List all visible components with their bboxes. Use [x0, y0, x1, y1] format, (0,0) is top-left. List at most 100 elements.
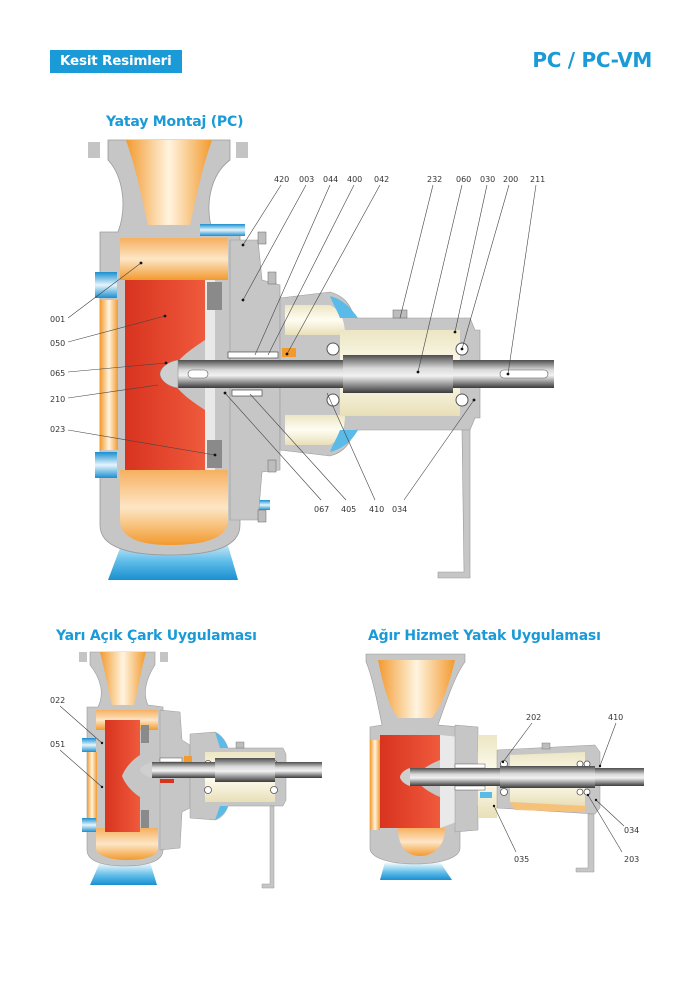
callout-211: 211: [530, 175, 545, 184]
discharge-flange-right: [236, 142, 248, 158]
discharge-fluid: [100, 652, 146, 705]
bolt: [257, 231, 267, 245]
packing-rings: [227, 351, 279, 359]
mechanical-seal: [454, 785, 486, 791]
callout-023: 023: [50, 425, 65, 434]
casing-rib-upper: [95, 272, 117, 298]
casing-rib: [82, 738, 96, 752]
callout-034: 034: [624, 826, 639, 835]
gland-upper: [282, 348, 296, 357]
oil-sump: [510, 802, 585, 812]
bearing-ball: [583, 788, 591, 796]
callout-060: 060: [456, 175, 471, 184]
lantern-window-lower: [285, 415, 345, 445]
callout-leaders-main: [67, 184, 537, 501]
vent-plug: [235, 741, 245, 749]
bearing-ball: [326, 342, 340, 356]
callout-050: 050: [50, 339, 65, 348]
packing-rings: [159, 757, 183, 763]
callout-210: 210: [50, 395, 65, 404]
shaft-collar: [500, 766, 595, 788]
bearing-ball: [326, 393, 340, 407]
bolt: [257, 509, 267, 523]
callout-034: 034: [392, 505, 407, 514]
bolt: [267, 459, 277, 473]
callout-405: 405: [341, 505, 356, 514]
callout-030: 030: [480, 175, 495, 184]
suction-fluid: [87, 752, 97, 822]
impeller-nut: [400, 768, 410, 786]
callout-200: 200: [503, 175, 518, 184]
callout-410: 410: [608, 713, 623, 722]
casing-rib: [82, 818, 96, 832]
lantern-window-upper: [285, 305, 345, 335]
impeller-key: [187, 369, 209, 379]
casing-rib-top: [200, 224, 245, 236]
callout-067: 067: [314, 505, 329, 514]
base-foot: [380, 862, 452, 880]
vent-plug: [541, 742, 551, 750]
callout-022: 022: [50, 696, 65, 705]
callout-044: 044: [323, 175, 338, 184]
bracket-blue-lower: [330, 430, 358, 452]
section-badge: Kesit Resimleri: [50, 50, 182, 73]
shaft-collar: [343, 355, 453, 393]
suction-fluid: [370, 740, 380, 830]
callout-035: 035: [514, 855, 529, 864]
callout-420: 420: [274, 175, 289, 184]
volute-fluid-top: [120, 238, 228, 280]
bearing-ball: [500, 788, 508, 796]
casing-rib-lower: [95, 452, 117, 478]
support-foot: [575, 813, 595, 873]
key-slot: [499, 369, 549, 379]
volute-fluid-bottom: [96, 828, 158, 860]
bracket-blue: [215, 806, 228, 820]
impeller-nut: [159, 359, 179, 389]
callout-232: 232: [427, 175, 442, 184]
bearing-ball: [204, 786, 212, 794]
mechanical-seal: [160, 779, 174, 783]
callout-400: 400: [347, 175, 362, 184]
discharge-flange-left: [88, 142, 100, 158]
flange: [160, 652, 168, 662]
callout-410: 410: [369, 505, 384, 514]
bracket-blue-upper: [330, 296, 358, 318]
pump-drawing-horizontal: [88, 139, 554, 580]
discharge-fluid: [378, 660, 455, 718]
callout-051: 051: [50, 740, 65, 749]
callout-042: 042: [374, 175, 389, 184]
wear-ring: [141, 810, 149, 828]
callout-003: 003: [299, 175, 314, 184]
bolt: [267, 271, 277, 285]
suction-fluid: [100, 300, 118, 450]
support-foot: [437, 429, 471, 579]
seal-flush: [480, 792, 492, 798]
callout-065: 065: [50, 369, 65, 378]
callout-001: 001: [50, 315, 65, 324]
volute-fluid-bottom: [398, 828, 445, 856]
section-title-horizontal: Yatay Montaj (PC): [106, 114, 244, 130]
callouts-heavy-duty: 202 410 035 034 203: [492, 713, 639, 864]
bearing-ball: [455, 393, 469, 407]
pump-drawing-heavy-duty: [365, 653, 644, 880]
bearing-ball: [576, 788, 584, 796]
volute-fluid-bottom: [120, 470, 228, 545]
callouts-semi-open: 022 051: [50, 696, 104, 789]
gland: [184, 756, 192, 762]
model-title: PC / PC-VM: [532, 48, 652, 72]
base-foot: [90, 862, 157, 885]
wear-ring: [141, 725, 149, 743]
shaft-collar: [215, 758, 275, 782]
flange: [79, 652, 87, 662]
callout-202: 202: [526, 713, 541, 722]
bracket-blue: [215, 732, 228, 748]
section-title-heavy-duty: Ağır Hizmet Yatak Uygulaması: [368, 628, 601, 644]
callout-203: 203: [624, 855, 639, 864]
wear-ring-upper: [207, 282, 222, 310]
impeller-nut: [140, 762, 152, 778]
mechanical-seal: [454, 763, 486, 769]
section-title-semi-open: Yarı Açık Çark Uygulaması: [56, 628, 257, 644]
pump-drawing-semi-open: [79, 651, 322, 889]
support-foot: [261, 805, 275, 889]
